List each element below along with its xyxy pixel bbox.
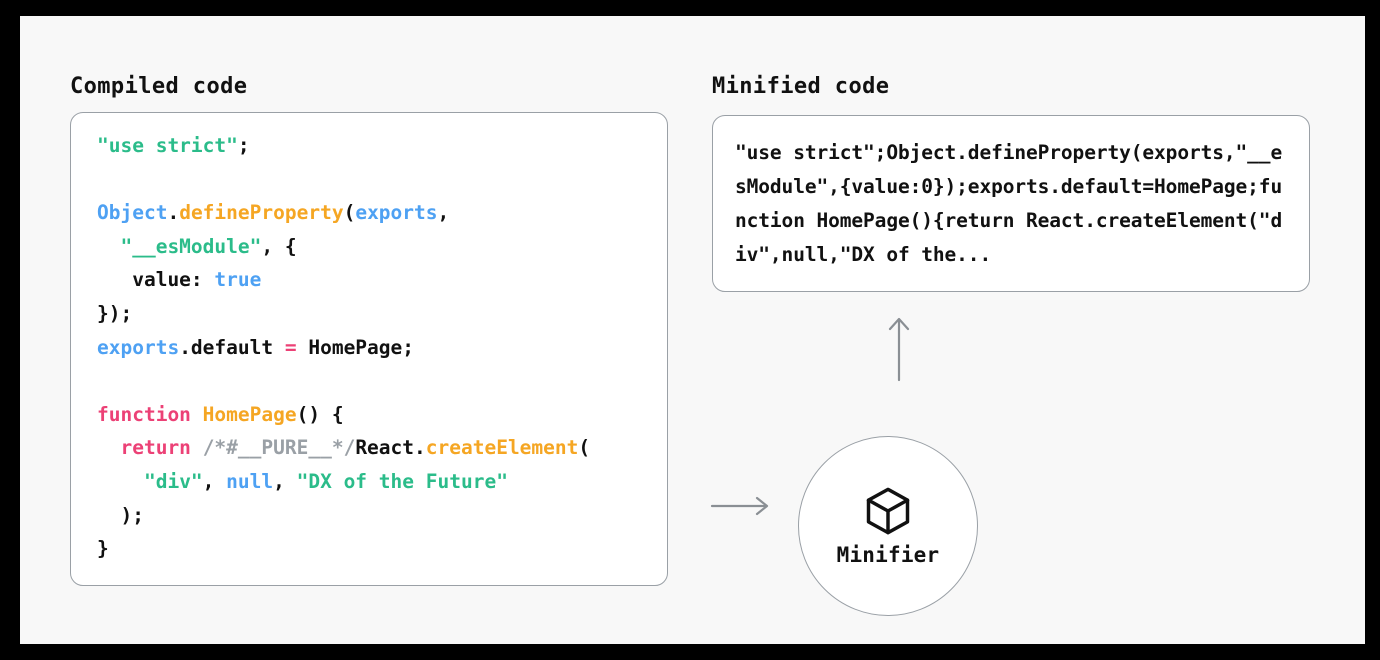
code-token: exports [97, 335, 180, 359]
code-line: }); [97, 297, 659, 331]
code-token: "use strict" [97, 134, 238, 157]
minifier-label: Minifier [836, 543, 940, 567]
minified-code-card: "use strict";Object.defineProperty(expor… [712, 115, 1310, 292]
minified-code-title: Minified code [712, 74, 890, 99]
arrow-right-icon [710, 496, 769, 516]
code-token [191, 403, 203, 426]
code-token: function [97, 402, 191, 426]
code-token: . [167, 201, 180, 225]
code-line: function HomePage() { [97, 398, 659, 432]
code-token: true [214, 268, 262, 292]
code-token: createElement [425, 436, 579, 460]
code-token: HomePage; [296, 335, 415, 359]
code-token: ); [120, 503, 144, 527]
code-token: } [97, 537, 109, 561]
minified-code-block: "use strict";Object.defineProperty(expor… [735, 141, 1283, 266]
code-token: , [202, 469, 227, 493]
code-token: , [437, 201, 450, 225]
code-token [97, 504, 120, 527]
code-line: exports.default = HomePage; [97, 331, 659, 365]
arrow-up-icon [888, 317, 910, 382]
code-token [97, 470, 144, 493]
code-token: () { [296, 402, 344, 426]
code-line: "__esModule", { [97, 230, 659, 264]
code-line: "div", null, "DX of the Future" [97, 465, 659, 499]
code-line: } [97, 532, 659, 566]
code-token: = [284, 335, 297, 359]
code-token: HomePage [202, 402, 297, 426]
code-token: "DX of the Future" [296, 469, 508, 493]
diagram-canvas: Compiled code Minified code "use strict"… [20, 16, 1365, 644]
code-line: value: true [97, 263, 659, 297]
code-token: React. [355, 436, 426, 460]
code-line: Object.defineProperty(exports, [97, 196, 659, 230]
code-token: "__esModule" [120, 234, 262, 258]
code-token: null [226, 469, 274, 493]
code-token: .default [179, 335, 285, 359]
code-line [97, 364, 659, 398]
code-token: , [273, 469, 297, 493]
code-line: ); [97, 499, 659, 533]
code-token: , { [261, 234, 297, 258]
code-token: defineProperty [179, 201, 344, 225]
code-token: ( [578, 436, 591, 460]
code-token: }); [97, 301, 133, 325]
code-line: "use strict"; [97, 129, 659, 163]
code-token: exports [355, 201, 438, 225]
code-token [191, 436, 203, 459]
code-token: return [120, 436, 191, 460]
compiled-code-block: "use strict"; Object.defineProperty(expo… [97, 129, 659, 566]
code-token: ( [343, 201, 356, 225]
code-token [97, 235, 120, 258]
cube-icon [866, 487, 910, 535]
code-token: ; [237, 134, 250, 157]
code-token: /*#__PURE__*/ [202, 436, 356, 460]
code-token: value: [97, 268, 215, 292]
code-line [97, 163, 659, 197]
code-token [97, 436, 120, 459]
code-token: Object [97, 201, 168, 225]
minifier-node[interactable]: Minifier [798, 436, 978, 616]
compiled-code-title: Compiled code [70, 74, 248, 99]
code-line: return /*#__PURE__*/React.createElement( [97, 431, 659, 465]
code-token: "div" [143, 469, 203, 493]
compiled-code-card: "use strict"; Object.defineProperty(expo… [70, 112, 668, 586]
